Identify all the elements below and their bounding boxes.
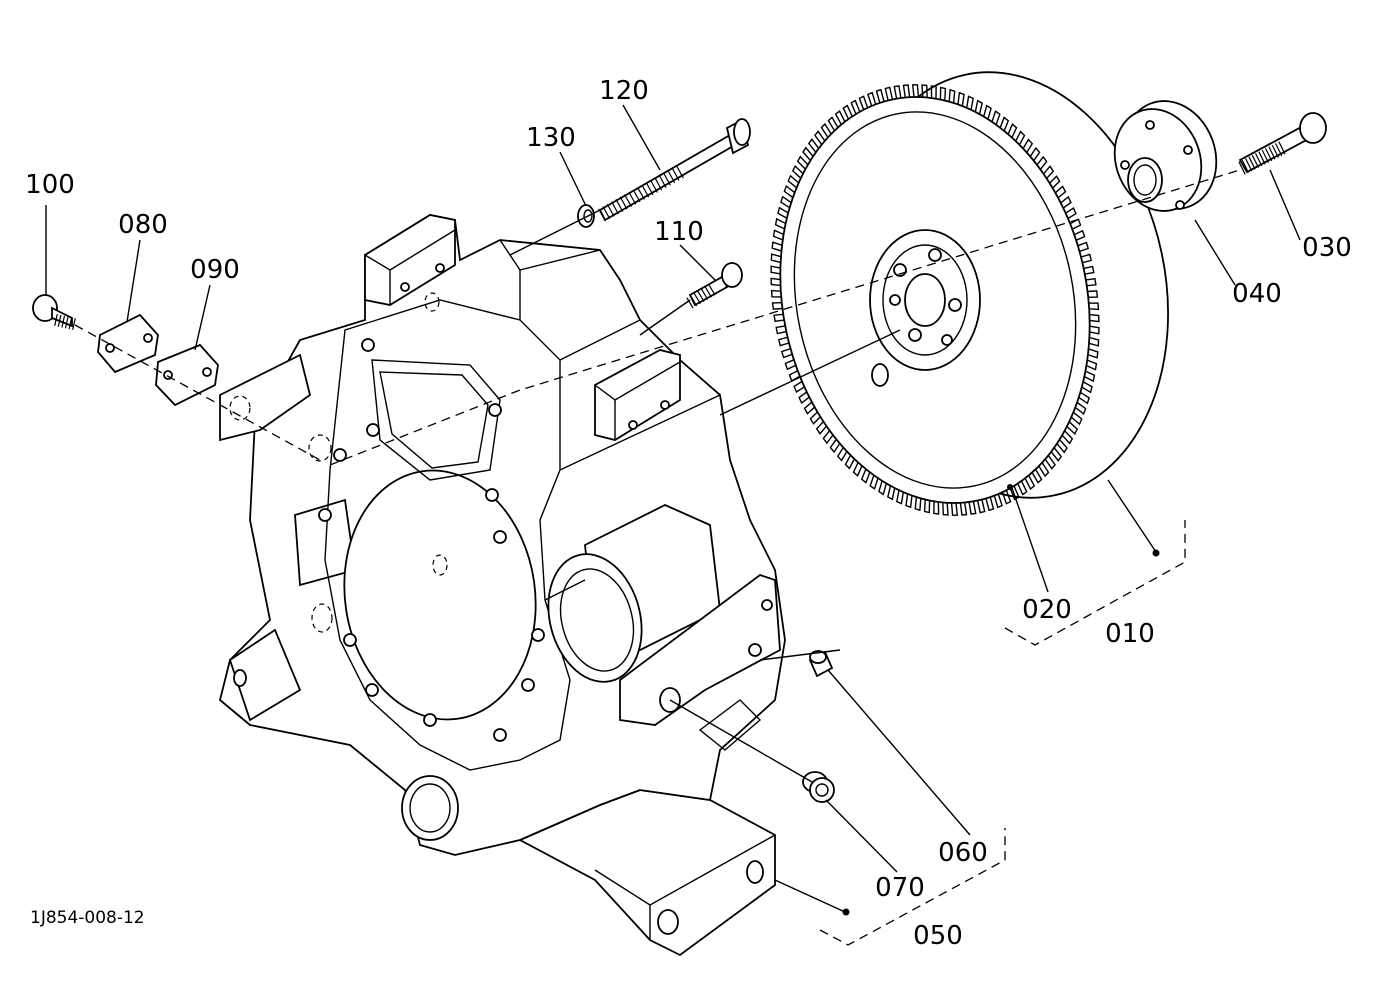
label-010: 010 xyxy=(1105,619,1155,649)
label-020: 020 xyxy=(1022,595,1072,625)
cover-080 xyxy=(97,313,159,374)
thread100-hatching xyxy=(54,313,76,331)
label-100: 100 xyxy=(25,170,75,200)
label-040: 040 xyxy=(1232,279,1282,309)
gasket-090 xyxy=(155,343,219,407)
label-110: 110 xyxy=(654,217,704,247)
bolt-030 xyxy=(1238,112,1327,175)
label-070: 070 xyxy=(875,873,925,903)
flywheel xyxy=(770,71,1169,516)
bolt-120 xyxy=(598,118,751,222)
dowel-pin-060 xyxy=(808,650,834,678)
leader-lines xyxy=(45,104,1301,946)
part-number-labels: 100 080 090 130 120 110 030 040 020 010 … xyxy=(25,76,1352,951)
thread120-hatching xyxy=(598,165,684,222)
bolt-100 xyxy=(32,294,76,331)
plug-070 xyxy=(802,771,835,803)
coupling-040 xyxy=(1113,100,1218,212)
diagram-reference-code: 1J854-008-12 xyxy=(30,908,145,928)
label-120: 120 xyxy=(599,76,649,106)
label-050: 050 xyxy=(913,921,963,951)
label-060: 060 xyxy=(938,838,988,868)
label-080: 080 xyxy=(118,210,168,240)
thread030-hatching xyxy=(1238,141,1286,175)
washer-130 xyxy=(577,204,595,228)
label-130: 130 xyxy=(526,123,576,153)
assembly-centerlines xyxy=(74,169,1241,783)
thread110-hatching xyxy=(686,284,716,309)
ring-gear-teeth xyxy=(770,84,1100,516)
label-030: 030 xyxy=(1302,233,1352,263)
stud-110 xyxy=(686,262,743,309)
label-090: 090 xyxy=(190,255,240,285)
flywheel-housing xyxy=(218,214,786,957)
